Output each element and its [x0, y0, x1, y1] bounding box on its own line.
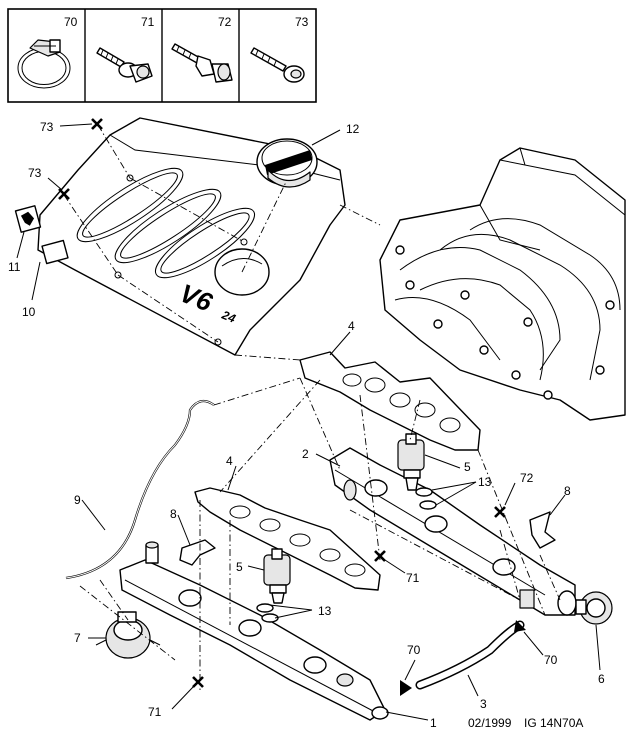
pressure-regulator-left	[95, 611, 161, 659]
callout-9: 9	[74, 493, 81, 507]
intake-manifold	[379, 147, 626, 421]
legend-strip: 70 71 72 73	[7, 8, 317, 103]
legend-number: 72	[218, 15, 232, 29]
o-rings-upper	[415, 487, 437, 510]
cover-number-badge: 24	[219, 307, 238, 325]
callout-2: 2	[302, 447, 309, 461]
callout-71-left: 71	[148, 705, 162, 719]
bracket-upper	[529, 511, 556, 549]
callout-73-top: 73	[40, 120, 54, 134]
callout-4-lower: 4	[226, 454, 233, 468]
callout-70-right: 70	[544, 653, 558, 667]
callout-8-right: 8	[564, 484, 571, 498]
callout-8-left: 8	[170, 507, 177, 521]
upper-fuel-rail	[329, 447, 577, 616]
callout-12: 12	[346, 122, 360, 136]
leader-lines	[16, 123, 601, 721]
lower-fuel-rail	[119, 541, 389, 721]
stud-spacer-icon	[171, 43, 233, 83]
o-rings-lower	[256, 603, 279, 623]
oil-filler-cap	[256, 138, 318, 188]
lower-injector	[263, 548, 291, 604]
hose-clamp-icon	[17, 39, 71, 89]
callout-labels: 73 73 11 10 12 4 2 5 13 72 8 70 6 3 1 70…	[8, 120, 605, 730]
legend-number: 71	[141, 15, 155, 29]
callout-11: 11	[8, 260, 21, 274]
callout-71-right: 71	[406, 571, 420, 585]
callout-72: 72	[520, 471, 534, 485]
legend-number: 70	[64, 15, 78, 29]
pressure-regulator-right	[575, 591, 613, 625]
callout-10: 10	[22, 305, 36, 319]
hose-clamp-marker	[514, 620, 526, 632]
lower-gasket	[194, 487, 381, 591]
footer-date: 02/1999	[468, 716, 512, 730]
callout-13-lower: 13	[318, 604, 332, 618]
upper-gasket	[299, 351, 481, 451]
callout-70-lower: 70	[407, 643, 421, 657]
screw-markers	[58, 118, 506, 688]
bracket-lower	[179, 539, 216, 566]
lion-emblem	[14, 205, 42, 233]
callout-6: 6	[598, 672, 605, 686]
callout-13-upper: 13	[478, 475, 492, 489]
upper-injector	[397, 433, 425, 491]
callout-1: 1	[430, 716, 437, 730]
assembly-lines	[63, 124, 561, 690]
callout-5-upper: 5	[464, 460, 471, 474]
footer-reference: IG 14N70A	[524, 716, 583, 730]
screw-icon	[250, 47, 305, 83]
callout-4-upper: 4	[348, 319, 355, 333]
callout-3: 3	[480, 697, 487, 711]
callout-73-left: 73	[28, 166, 42, 180]
cover-label-plate	[41, 239, 69, 265]
flange-screw-icon	[96, 47, 153, 83]
hose-clamp-marker	[400, 680, 412, 696]
cover-vents	[76, 167, 256, 279]
callout-7: 7	[74, 631, 81, 645]
legend-number: 73	[295, 15, 309, 29]
callout-5-lower: 5	[236, 560, 243, 574]
